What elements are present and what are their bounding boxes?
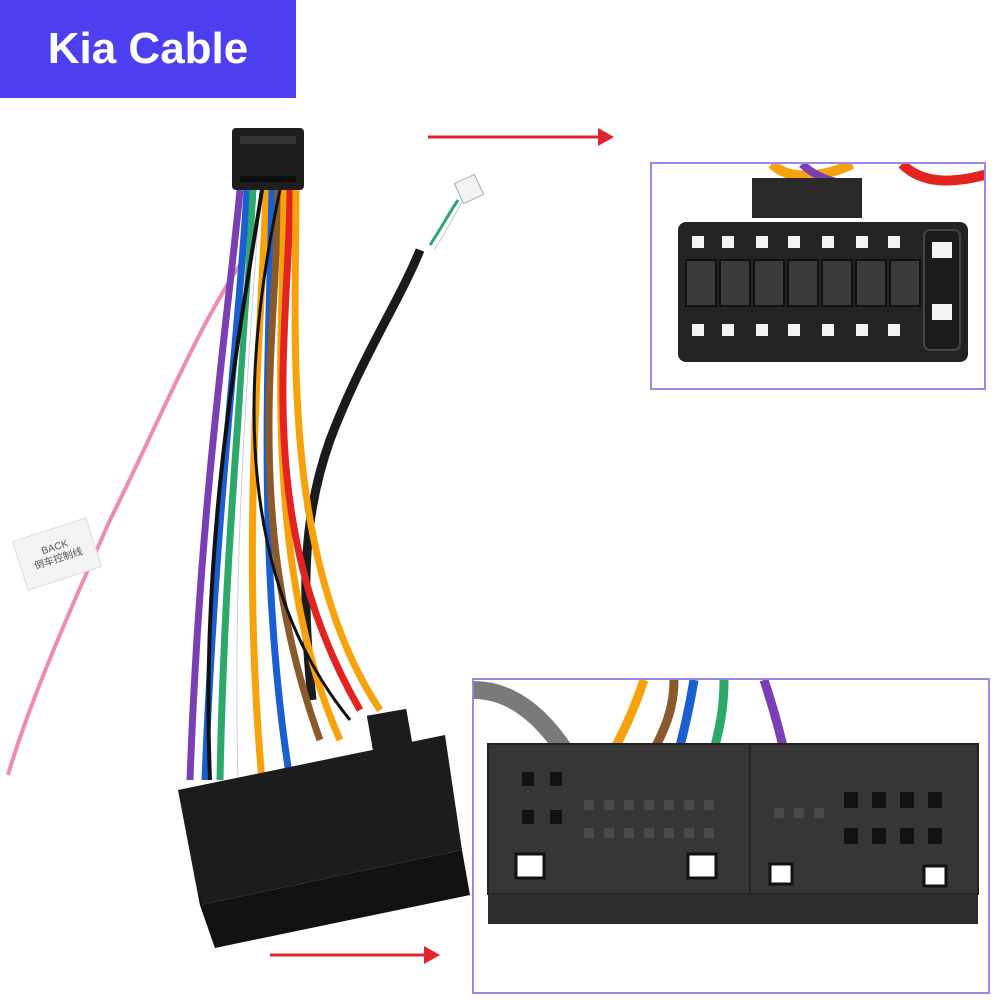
latch-holes bbox=[514, 852, 948, 888]
main-connector-closeup bbox=[474, 680, 979, 924]
small-connector bbox=[453, 173, 485, 205]
pink-wire bbox=[6, 248, 252, 776]
small-connector-wires bbox=[428, 199, 460, 246]
inset-16pin-connector bbox=[650, 162, 986, 390]
bottom-connector bbox=[178, 708, 470, 948]
arrow-top bbox=[428, 128, 614, 146]
16pin-connector-closeup bbox=[678, 164, 984, 362]
pin-row-top bbox=[692, 236, 900, 248]
pin-row-bottom bbox=[692, 324, 900, 336]
black-cable bbox=[301, 248, 425, 701]
pin-row-middle bbox=[685, 259, 921, 307]
top-connector bbox=[232, 128, 304, 190]
title-text: Kia Cable bbox=[47, 24, 249, 73]
wire-bundle bbox=[186, 189, 383, 781]
title-badge: Kia Cable bbox=[0, 0, 296, 98]
arrow-bottom bbox=[270, 946, 440, 964]
terminal-grid bbox=[522, 772, 942, 844]
slot-row bbox=[584, 800, 824, 838]
inset-main-connector bbox=[472, 678, 990, 994]
